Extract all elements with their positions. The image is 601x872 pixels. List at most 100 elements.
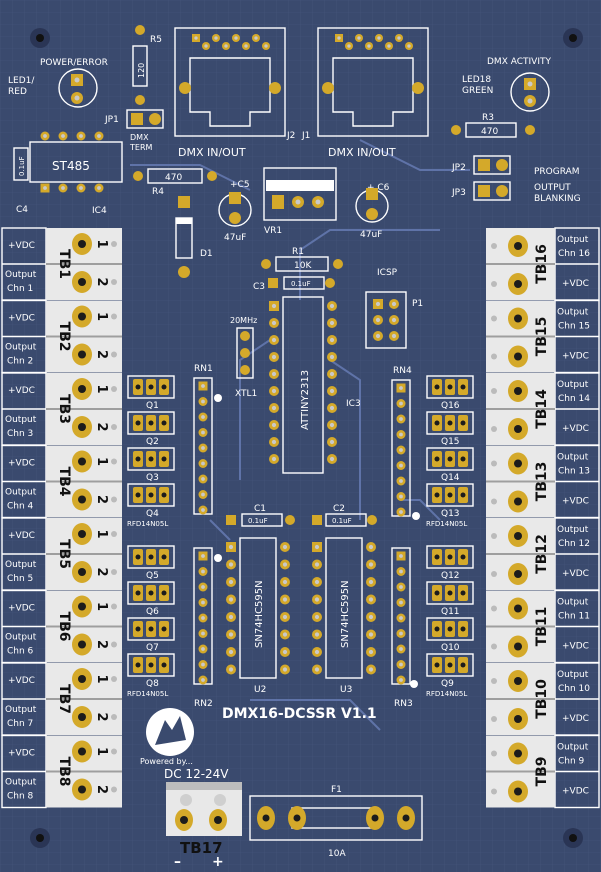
pad-hole xyxy=(368,597,374,602)
pad-hole xyxy=(244,44,248,48)
terminal-label: TB11 xyxy=(534,607,550,647)
mosfet-q6: Q6 xyxy=(127,581,175,617)
pad-hole xyxy=(161,420,167,426)
led18: DMX ACTIVITY LED18 GREEN xyxy=(462,57,551,112)
mosfet-label: Q12 xyxy=(441,571,460,581)
pad-hole xyxy=(329,303,335,309)
mosfet-q13: Q13 xyxy=(426,483,474,519)
pad-hole xyxy=(161,662,167,668)
dmx-inout-label-2: DMX IN/OUT xyxy=(328,146,396,159)
output-label: OUTPUT xyxy=(534,183,571,193)
pad-hole xyxy=(201,600,205,605)
pad-hole xyxy=(201,585,205,589)
pad-hole xyxy=(201,678,205,682)
terminal-hole xyxy=(78,423,86,431)
terminal-label: TB14 xyxy=(534,389,550,429)
terminal-hole xyxy=(514,280,522,288)
pad-hole xyxy=(271,354,277,360)
terminal-seam xyxy=(46,408,122,410)
rn3-label: RN3 xyxy=(394,699,413,709)
screw xyxy=(111,531,117,537)
mounting-hole xyxy=(563,28,583,48)
pad-hole xyxy=(460,554,466,560)
st485-label: ST485 xyxy=(52,159,90,173)
pad-hole xyxy=(224,44,228,48)
mosfet-outline xyxy=(127,375,175,399)
vdc-label: +VDC xyxy=(8,314,35,324)
mosfet-label: Q14 xyxy=(441,473,460,483)
terminal-hole xyxy=(514,352,522,361)
pad-hole xyxy=(148,456,154,462)
ic3-chip-label: ATTINY2313 xyxy=(300,370,311,430)
pad-hole xyxy=(148,554,154,560)
pad-hole xyxy=(399,554,403,558)
pad-hole xyxy=(201,430,205,435)
pad-hole xyxy=(201,569,205,574)
mosfet-label: Q11 xyxy=(441,607,460,617)
screw xyxy=(111,569,117,575)
u3-label: U3 xyxy=(340,685,352,695)
pad-hole xyxy=(399,386,403,390)
pad-hole xyxy=(399,417,403,421)
screw xyxy=(111,676,117,682)
pad-hole xyxy=(447,662,453,668)
output-label: Output xyxy=(5,415,37,425)
traces xyxy=(130,139,470,731)
channel-label: Chn 14 xyxy=(558,394,590,404)
pad-hole xyxy=(399,678,403,682)
pad-hole xyxy=(271,405,277,411)
led1-label: LED1/ xyxy=(8,76,35,86)
mosfet-label: Q16 xyxy=(441,401,460,411)
rn4-label: RN4 xyxy=(393,366,412,376)
pad-hole xyxy=(347,44,351,48)
vr1: VR1 xyxy=(263,167,337,236)
u2-chip-label: SN74HC595N xyxy=(254,580,265,648)
terminal-hole xyxy=(78,602,86,611)
pad-hole xyxy=(148,590,154,596)
output-label: Output xyxy=(5,488,37,498)
terminal-seam xyxy=(46,625,122,628)
pad-hole xyxy=(254,36,258,40)
mosfet-outline xyxy=(127,617,175,641)
pin-number: 1 xyxy=(94,674,109,683)
pad-hole xyxy=(135,662,141,668)
pad-hole xyxy=(214,36,218,40)
xtal-freq-label: 20MHz xyxy=(230,316,257,325)
c6: + C6 47uF xyxy=(355,183,390,240)
vdc-label: +VDC xyxy=(562,642,589,652)
pad-hole xyxy=(314,562,320,567)
pad-hole xyxy=(271,439,277,445)
pin-number: 2 xyxy=(94,567,109,576)
mosfet-label: Q3 xyxy=(146,473,159,483)
mosfet-outline xyxy=(426,653,474,677)
pad-hole xyxy=(368,562,374,567)
r3-value: 470 xyxy=(481,127,498,137)
terminal-label: TB15 xyxy=(534,317,550,357)
pad-hole xyxy=(264,44,268,48)
mosfet-outline xyxy=(426,375,474,399)
c1: C1 0.1uF xyxy=(226,504,295,527)
pad-hole xyxy=(43,134,47,138)
d1-label: D1 xyxy=(200,249,213,259)
pad-hole xyxy=(434,456,440,462)
screw xyxy=(111,241,117,247)
pad-hole xyxy=(329,456,335,462)
pad-hole xyxy=(135,456,141,462)
mosfet-outline xyxy=(127,411,175,435)
output-label: Output xyxy=(5,705,37,715)
terminal-hole xyxy=(514,497,522,506)
screw xyxy=(491,353,497,360)
pad-hole xyxy=(434,384,440,390)
mosfet-outline xyxy=(426,581,474,605)
c4-label: C4 xyxy=(16,205,28,215)
c3-label: C3 xyxy=(253,282,265,292)
mosfet-q9: Q9 xyxy=(426,653,474,689)
c1-value: 0.1uF xyxy=(248,517,268,525)
